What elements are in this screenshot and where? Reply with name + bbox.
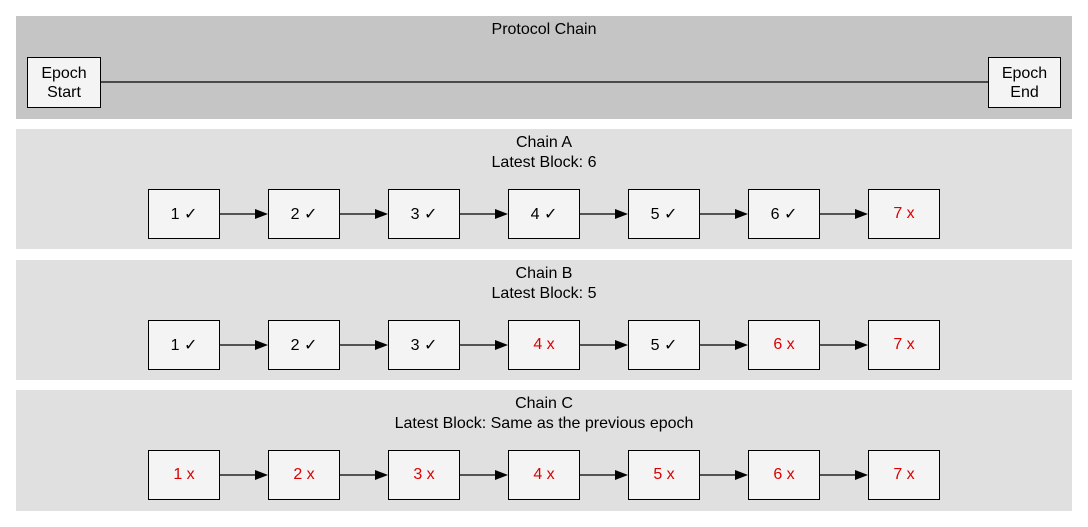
epoch-start-box: Epoch Start [27, 57, 101, 108]
epoch-end-label-line2: End [1010, 83, 1039, 101]
chain-c-block-4: 4 x [508, 450, 580, 500]
chain-b-block-2: 2 ✓ [268, 320, 340, 370]
chain-a-block-2: 2 ✓ [268, 189, 340, 239]
chain-a-block-3: 3 ✓ [388, 189, 460, 239]
chain-b-arrow-head-3 [495, 340, 508, 350]
protocol-chain-panel: Protocol Chain [16, 16, 1072, 119]
epoch-end-label-line1: Epoch [1001, 64, 1048, 82]
chain-c-block-3: 3 x [388, 450, 460, 500]
chain-b-title: Chain B [515, 265, 573, 282]
chain-b-arrow-head-4 [615, 340, 628, 350]
chain-a-arrow-head-3 [495, 209, 508, 219]
chain-c-arrow-head-4 [615, 470, 628, 480]
chain-b-block-3: 3 ✓ [388, 320, 460, 370]
chain-b-block-4: 4 x [508, 320, 580, 370]
chain-c-arrow-head-5 [735, 470, 748, 480]
chain-a-block-1: 1 ✓ [148, 189, 220, 239]
epoch-start-label-line1: Epoch [41, 64, 87, 82]
chain-c-arrow-head-3 [495, 470, 508, 480]
chain-c-block-1: 1 x [148, 450, 220, 500]
protocol-chain-title: Protocol Chain [491, 21, 597, 38]
chain-a-block-4: 4 ✓ [508, 189, 580, 239]
chain-b-block-1: 1 ✓ [148, 320, 220, 370]
epoch-end-box: Epoch End [988, 57, 1061, 108]
chain-b-arrow-head-2 [375, 340, 388, 350]
chain-a-subtitle: Latest Block: 6 [491, 154, 597, 171]
chain-b-block-6: 6 x [748, 320, 820, 370]
chain-b-block-7: 7 x [868, 320, 940, 370]
chain-c-arrow-head-1 [255, 470, 268, 480]
chain-c-arrow-head-2 [375, 470, 388, 480]
chain-c-block-5: 5 x [628, 450, 700, 500]
chain-b-subtitle: Latest Block: 5 [491, 285, 597, 302]
chain-a-block-6: 6 ✓ [748, 189, 820, 239]
chain-a-arrow-head-4 [615, 209, 628, 219]
chain-a-title: Chain A [515, 134, 573, 151]
chain-b-arrow-head-1 [255, 340, 268, 350]
chain-b-block-5: 5 ✓ [628, 320, 700, 370]
chain-c-block-6: 6 x [748, 450, 820, 500]
chain-c-subtitle: Latest Block: Same as the previous epoch [394, 415, 694, 432]
chain-b-arrow-head-5 [735, 340, 748, 350]
block-arrows [220, 209, 868, 480]
chain-a-arrow-head-5 [735, 209, 748, 219]
chain-c-block-2: 2 x [268, 450, 340, 500]
chain-b-arrow-head-6 [855, 340, 868, 350]
chain-a-arrow-head-6 [855, 209, 868, 219]
chain-a-block-5: 5 ✓ [628, 189, 700, 239]
chain-c-block-7: 7 x [868, 450, 940, 500]
chain-c-arrow-head-6 [855, 470, 868, 480]
chain-a-arrow-head-1 [255, 209, 268, 219]
epoch-start-label-line2: Start [47, 83, 81, 101]
chain-c-title: Chain C [515, 395, 573, 412]
chain-a-block-7: 7 x [868, 189, 940, 239]
chain-a-arrow-head-2 [375, 209, 388, 219]
